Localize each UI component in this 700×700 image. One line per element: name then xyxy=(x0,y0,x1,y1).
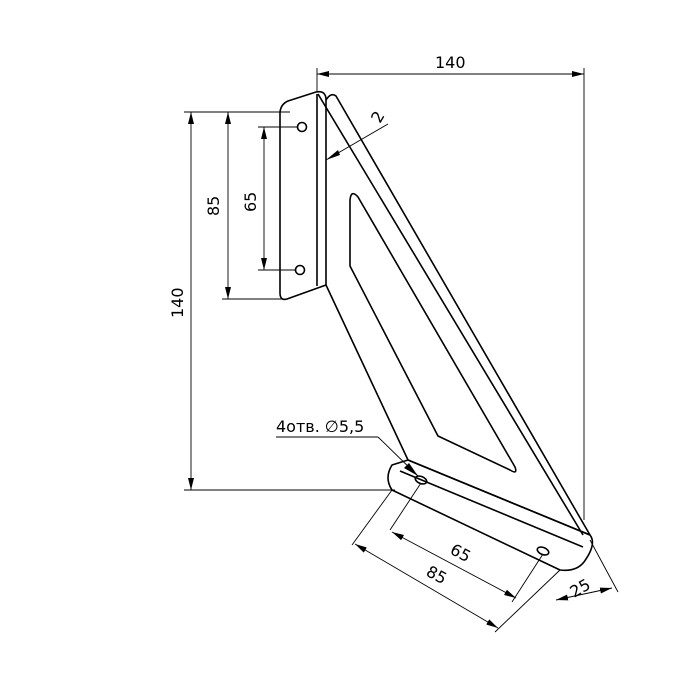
hole-bottom-left xyxy=(414,475,428,485)
dim-bottom-span-inner: 65 xyxy=(391,531,517,599)
dim-width-top-label: 140 xyxy=(435,53,466,72)
dim-height-left-label: 140 xyxy=(168,287,187,318)
dim-bottom-width-label: 25 xyxy=(567,575,594,602)
dim-bottom-width: 25 xyxy=(555,575,613,602)
dim-hole-span-inner: 65 xyxy=(241,126,298,271)
bottom-bend-line xyxy=(399,470,584,548)
bracket-part xyxy=(279,90,594,572)
dim-thickness-label: 2 xyxy=(367,108,389,126)
rib-plate xyxy=(325,93,591,536)
bottom-flange xyxy=(387,459,594,572)
hole-upper xyxy=(294,264,306,276)
dim-height-left: 140 xyxy=(168,111,395,491)
dim-bottom-span-inner-label: 65 xyxy=(447,540,474,566)
rib-fold-line xyxy=(317,93,584,536)
dim-hole-span-inner-label: 65 xyxy=(241,192,260,212)
hole-callout-label: 4отв. ∅5,5 xyxy=(276,417,364,436)
rib-cutout xyxy=(349,192,517,473)
dim-bottom-group: 65 85 25 xyxy=(351,482,619,633)
dim-width-top: 140 xyxy=(316,53,585,520)
hole-bottom-right xyxy=(536,546,550,556)
vertical-flange xyxy=(279,90,327,301)
hole-top xyxy=(296,121,308,133)
hole-callout: 4отв. ∅5,5 xyxy=(276,417,419,477)
dim-bottom-span-outer: 85 xyxy=(354,543,499,629)
dim-hole-span-outer-label: 85 xyxy=(204,196,223,216)
dim-hole-span-outer: 85 xyxy=(204,111,284,300)
dim-bottom-span-outer-label: 85 xyxy=(423,562,450,588)
